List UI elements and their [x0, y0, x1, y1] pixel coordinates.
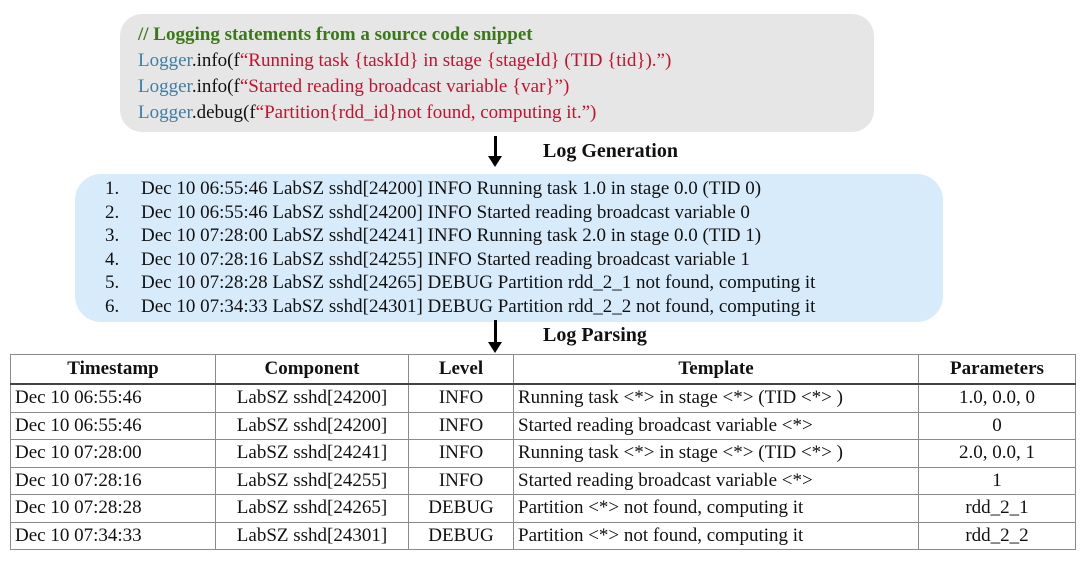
code-method: .info(f	[191, 76, 240, 97]
code-message: “Running task {taskId} in stage {stageId…	[239, 50, 672, 71]
code-comment: // Logging statements from a source code…	[138, 24, 533, 45]
cell-component: LabSZ sshd[24265]	[215, 494, 409, 523]
cell-timestamp: Dec 10 07:34:33	[10, 521, 216, 550]
cell-template: Started reading broadcast variable <*>	[513, 466, 919, 495]
cell-template: Running task <*> in stage <*> (TID <*> )	[513, 439, 919, 468]
log-number: 6.	[105, 295, 120, 317]
log-text: Dec 10 07:28:28 LabSZ sshd[24265] DEBUG …	[141, 272, 816, 294]
cell-component: LabSZ sshd[24200]	[215, 411, 409, 440]
log-number: 4.	[105, 248, 120, 270]
log-line: 1. Dec 10 06:55:46 LabSZ sshd[24200] INFO…	[105, 177, 943, 201]
cell-component: LabSZ sshd[24200]	[215, 383, 409, 413]
log-line: 3. Dec 10 07:28:00 LabSZ sshd[24241] INFO…	[105, 224, 943, 248]
table-row: Dec 10 07:28:00 LabSZ sshd[24241] INFO R…	[10, 439, 1076, 468]
log-text: Dec 10 07:34:33 LabSZ sshd[24301] DEBUG …	[141, 295, 816, 317]
log-text: Dec 10 07:28:00 LabSZ sshd[24241] INFO R…	[141, 225, 762, 247]
log-text: Dec 10 06:55:46 LabSZ sshd[24200] INFO R…	[141, 178, 762, 199]
cell-level: INFO	[408, 383, 514, 413]
cell-template: Partition <*> not found, computing it	[513, 494, 919, 523]
log-number: 3.	[105, 225, 120, 247]
log-line: 6. Dec 10 07:34:33 LabSZ sshd[24301] DEBU…	[105, 295, 943, 319]
cell-timestamp: Dec 10 07:28:28	[10, 494, 216, 523]
cell-level: INFO	[408, 411, 514, 440]
code-method: .debug(f	[191, 102, 256, 123]
cell-timestamp: Dec 10 06:55:46	[10, 411, 216, 440]
table-row: Dec 10 06:55:46 LabSZ sshd[24200] INFO R…	[10, 383, 1076, 413]
cell-level: DEBUG	[408, 494, 514, 523]
header-template: Template	[513, 354, 919, 385]
log-line: 5. Dec 10 07:28:28 LabSZ sshd[24265] DEBU…	[105, 271, 943, 295]
cell-component: LabSZ sshd[24301]	[215, 521, 409, 550]
cell-timestamp: Dec 10 07:28:16	[10, 466, 216, 495]
log-text: Dec 10 06:55:46 LabSZ sshd[24200] INFO S…	[141, 201, 750, 223]
cell-template: Started reading broadcast variable <*>	[513, 411, 919, 440]
code-method: .info(f	[191, 50, 240, 71]
table-row: Dec 10 07:28:16 LabSZ sshd[24255] INFO S…	[10, 466, 1076, 495]
cell-template: Running task <*> in stage <*> (TID <*> )	[513, 383, 919, 413]
code-statement: Logger.info(f“Running task {taskId} in s…	[138, 48, 874, 74]
cell-parameters: rdd_2_2	[918, 521, 1076, 550]
code-logger: Logger	[138, 50, 192, 71]
cell-parameters: 1.0, 0.0, 0	[918, 383, 1076, 413]
cell-component: LabSZ sshd[24241]	[215, 439, 409, 468]
header-timestamp: Timestamp	[10, 354, 216, 385]
log-number: 1.	[105, 178, 120, 199]
log-line: 4. Dec 10 07:28:16 LabSZ sshd[24255] INFO…	[105, 248, 943, 272]
header-level: Level	[408, 354, 514, 385]
cell-template: Partition <*> not found, computing it	[513, 521, 919, 550]
cell-parameters: 2.0, 0.0, 1	[918, 439, 1076, 468]
cell-timestamp: Dec 10 06:55:46	[10, 383, 216, 413]
generated-logs-box: 1. Dec 10 06:55:46 LabSZ sshd[24200] INFO…	[75, 174, 943, 322]
stage-label-parsing: Log Parsing	[543, 324, 647, 346]
parsed-logs-table: Timestamp Component Level Template Param…	[10, 354, 1076, 550]
cell-parameters: 1	[918, 466, 1076, 495]
code-statement: Logger.info(f“Started reading broadcast …	[138, 74, 874, 100]
cell-level: INFO	[408, 439, 514, 468]
cell-parameters: 0	[918, 411, 1076, 440]
cell-timestamp: Dec 10 07:28:00	[10, 439, 216, 468]
cell-level: INFO	[408, 466, 514, 495]
stage-label-generation: Log Generation	[543, 140, 678, 162]
log-number: 2.	[105, 201, 120, 223]
code-message: “Started reading broadcast variable {var…	[239, 76, 570, 97]
cell-level: DEBUG	[408, 521, 514, 550]
cell-component: LabSZ sshd[24255]	[215, 466, 409, 495]
table-header-row: Timestamp Component Level Template Param…	[10, 354, 1076, 385]
code-message: “Partition{rdd_id}not found, computing i…	[255, 102, 597, 123]
header-component: Component	[215, 354, 409, 385]
code-logger: Logger	[138, 76, 192, 97]
table-row: Dec 10 06:55:46 LabSZ sshd[24200] INFO S…	[10, 411, 1076, 440]
down-arrow-icon	[488, 136, 502, 167]
down-arrow-icon	[488, 320, 502, 353]
code-statement: Logger.debug(f“Partition{rdd_id}not foun…	[138, 100, 874, 126]
log-text: Dec 10 07:28:16 LabSZ sshd[24255] INFO S…	[141, 248, 750, 270]
header-parameters: Parameters	[918, 354, 1076, 385]
code-logger: Logger	[138, 102, 192, 123]
log-line: 2. Dec 10 06:55:46 LabSZ sshd[24200] INFO…	[105, 201, 943, 225]
source-code-box: // Logging statements from a source code…	[120, 14, 874, 132]
table-row: Dec 10 07:34:33 LabSZ sshd[24301] DEBUG …	[10, 521, 1076, 550]
log-number: 5.	[105, 272, 120, 294]
cell-parameters: rdd_2_1	[918, 494, 1076, 523]
table-row: Dec 10 07:28:28 LabSZ sshd[24265] DEBUG …	[10, 494, 1076, 523]
